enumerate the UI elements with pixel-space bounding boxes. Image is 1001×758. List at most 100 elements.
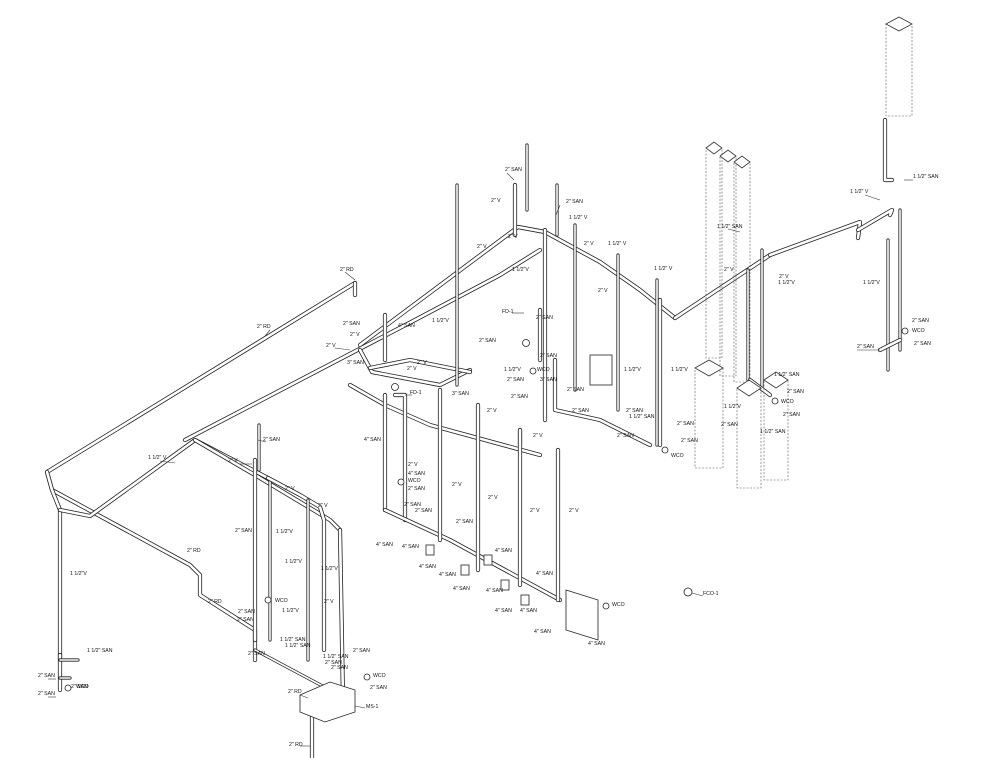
label-2in-v: 2" V	[452, 482, 462, 488]
shaft-outline	[885, 23, 913, 117]
label-1-5in-san: 1 1/2" SAN	[774, 372, 800, 378]
label-4in-san: 4" SAN	[588, 641, 605, 647]
label-2in-v: 2" V	[324, 599, 334, 605]
wco-symbol	[64, 684, 72, 692]
label-2in-san: 2" SAN	[248, 651, 265, 657]
shaft-top	[719, 149, 737, 163]
shaft-top	[885, 16, 913, 32]
fixture-box	[425, 544, 435, 556]
leader-line	[555, 204, 561, 216]
leader-line	[334, 347, 351, 351]
label-wco: WCO	[912, 328, 925, 334]
shaft-outline	[719, 155, 737, 377]
label-2in-v: 2" V	[318, 503, 328, 509]
label-2in-san: 2" SAN	[343, 321, 360, 327]
label-2in-v: 2" V	[487, 408, 497, 414]
label-1-5in-v: 1 1/2"V	[285, 559, 302, 565]
leader-lines	[48, 172, 913, 747]
pipe-network	[44, 117, 903, 758]
label-4in-san: 4" SAN	[364, 437, 381, 443]
label-2in-san: 2" SAN	[507, 377, 524, 383]
wco-symbol	[363, 673, 371, 681]
shaft-top	[733, 155, 751, 169]
label-2in-san: 2" SAN	[404, 502, 421, 508]
label-wco: WCO	[408, 478, 421, 484]
label-2in-rd: 2" RD	[340, 267, 354, 273]
label-2in-san: 2" SAN	[787, 389, 804, 395]
pipe-fittings	[64, 327, 909, 723]
label-4in-san: 4" SAN	[520, 608, 537, 614]
label-fco-1: FCO-1	[703, 591, 719, 597]
label-2in-v: 2" V	[569, 508, 579, 514]
label-2in-v: 2" V	[530, 508, 540, 514]
label-fd-1: FD-1	[410, 390, 422, 396]
pipe-run	[338, 528, 345, 702]
label-1-5in-v: 1 1/2"V	[724, 404, 741, 410]
label-1-5in-v: 1 1/2"V	[624, 367, 641, 373]
label-2in-san: 2" SAN	[415, 508, 432, 514]
pipe-run	[883, 118, 894, 182]
label-2in-san: 2" SAN	[237, 617, 254, 623]
label-4in-san: 4" SAN	[453, 586, 470, 592]
leader-line	[727, 228, 741, 233]
label-1-5in-v: 1 1/2"V	[504, 367, 521, 373]
label-fd-1: FD-1	[502, 309, 514, 315]
pipe-run	[358, 348, 472, 387]
label-ms-1: MS-1	[366, 704, 379, 710]
label-4in-san: 4" SAN	[495, 608, 512, 614]
label-2in-san: 2" SAN	[325, 660, 342, 666]
pipe-run	[266, 476, 326, 652]
label-4in-san: 4" SAN	[534, 629, 551, 635]
label-2in-san: 2" SAN	[505, 167, 522, 173]
label-2in-v: 2" V	[488, 495, 498, 501]
pipe-run	[193, 438, 342, 532]
label-1-5in-v: 1 1/2"V	[671, 367, 688, 373]
pipe-run	[44, 469, 63, 663]
leader-line	[354, 705, 366, 709]
wco-symbol	[602, 602, 610, 610]
label-1-5in-v: 1 1/2" V	[654, 266, 673, 272]
label-2in-rd: 2" RD	[289, 742, 303, 748]
label-2in-san: 2" SAN	[456, 519, 473, 525]
pipe-run	[368, 358, 472, 374]
leader-line	[506, 172, 515, 181]
label-2in-v: 2" V	[598, 288, 608, 294]
label-2in-san: 2" SAN	[567, 387, 584, 393]
label-1-5in-san: 1 1/2" SAN	[285, 643, 311, 649]
fixture-box	[500, 579, 510, 591]
leader-line	[299, 694, 309, 699]
label-2in-v: 2" V	[508, 234, 518, 240]
label-1-5in-san: 1 1/2" SAN	[760, 429, 786, 435]
label-wco: WCO	[671, 453, 684, 459]
label-4in-san: 4" SAN	[402, 544, 419, 550]
label-1-5in-v: 1 1/2"V	[432, 318, 449, 324]
label-1-5in-san: 1 1/2" SAN	[717, 224, 743, 230]
label-1-5in-v: 1 1/2"V	[276, 529, 293, 535]
label-1-5in-san: 1 1/2" SAN	[323, 654, 349, 660]
wco-symbol	[264, 596, 272, 604]
fixture-box	[565, 589, 599, 641]
label-2in-san: 2" SAN	[626, 408, 643, 414]
floor-drain	[391, 383, 399, 391]
label-4in-san: 4" SAN	[419, 564, 436, 570]
shaft-top	[763, 371, 789, 389]
label-1-5in-v: 1 1/2" V	[850, 189, 869, 195]
pipe-run	[358, 225, 677, 347]
label-2in-rd: 2" RD	[288, 689, 302, 695]
label-2in-v: 2" V	[350, 332, 360, 338]
label-2in-san: 2" SAN	[263, 437, 280, 443]
label-3in-san: 3" SAN	[347, 360, 364, 366]
leader-line	[257, 439, 267, 443]
label-2in-v: 2" V	[408, 462, 418, 468]
leader-line	[344, 271, 356, 281]
label-1-5in-san: 1 1/2" SAN	[87, 648, 113, 654]
label-2in-san: 2" SAN	[914, 341, 931, 347]
shaft-outline	[694, 367, 724, 469]
label-2in-san: 2" SAN	[681, 438, 698, 444]
pipe-run	[383, 508, 562, 602]
leader-line	[264, 329, 271, 337]
shaft-outline	[705, 147, 723, 359]
shaft-top	[694, 359, 724, 377]
fixture-box	[460, 564, 470, 576]
